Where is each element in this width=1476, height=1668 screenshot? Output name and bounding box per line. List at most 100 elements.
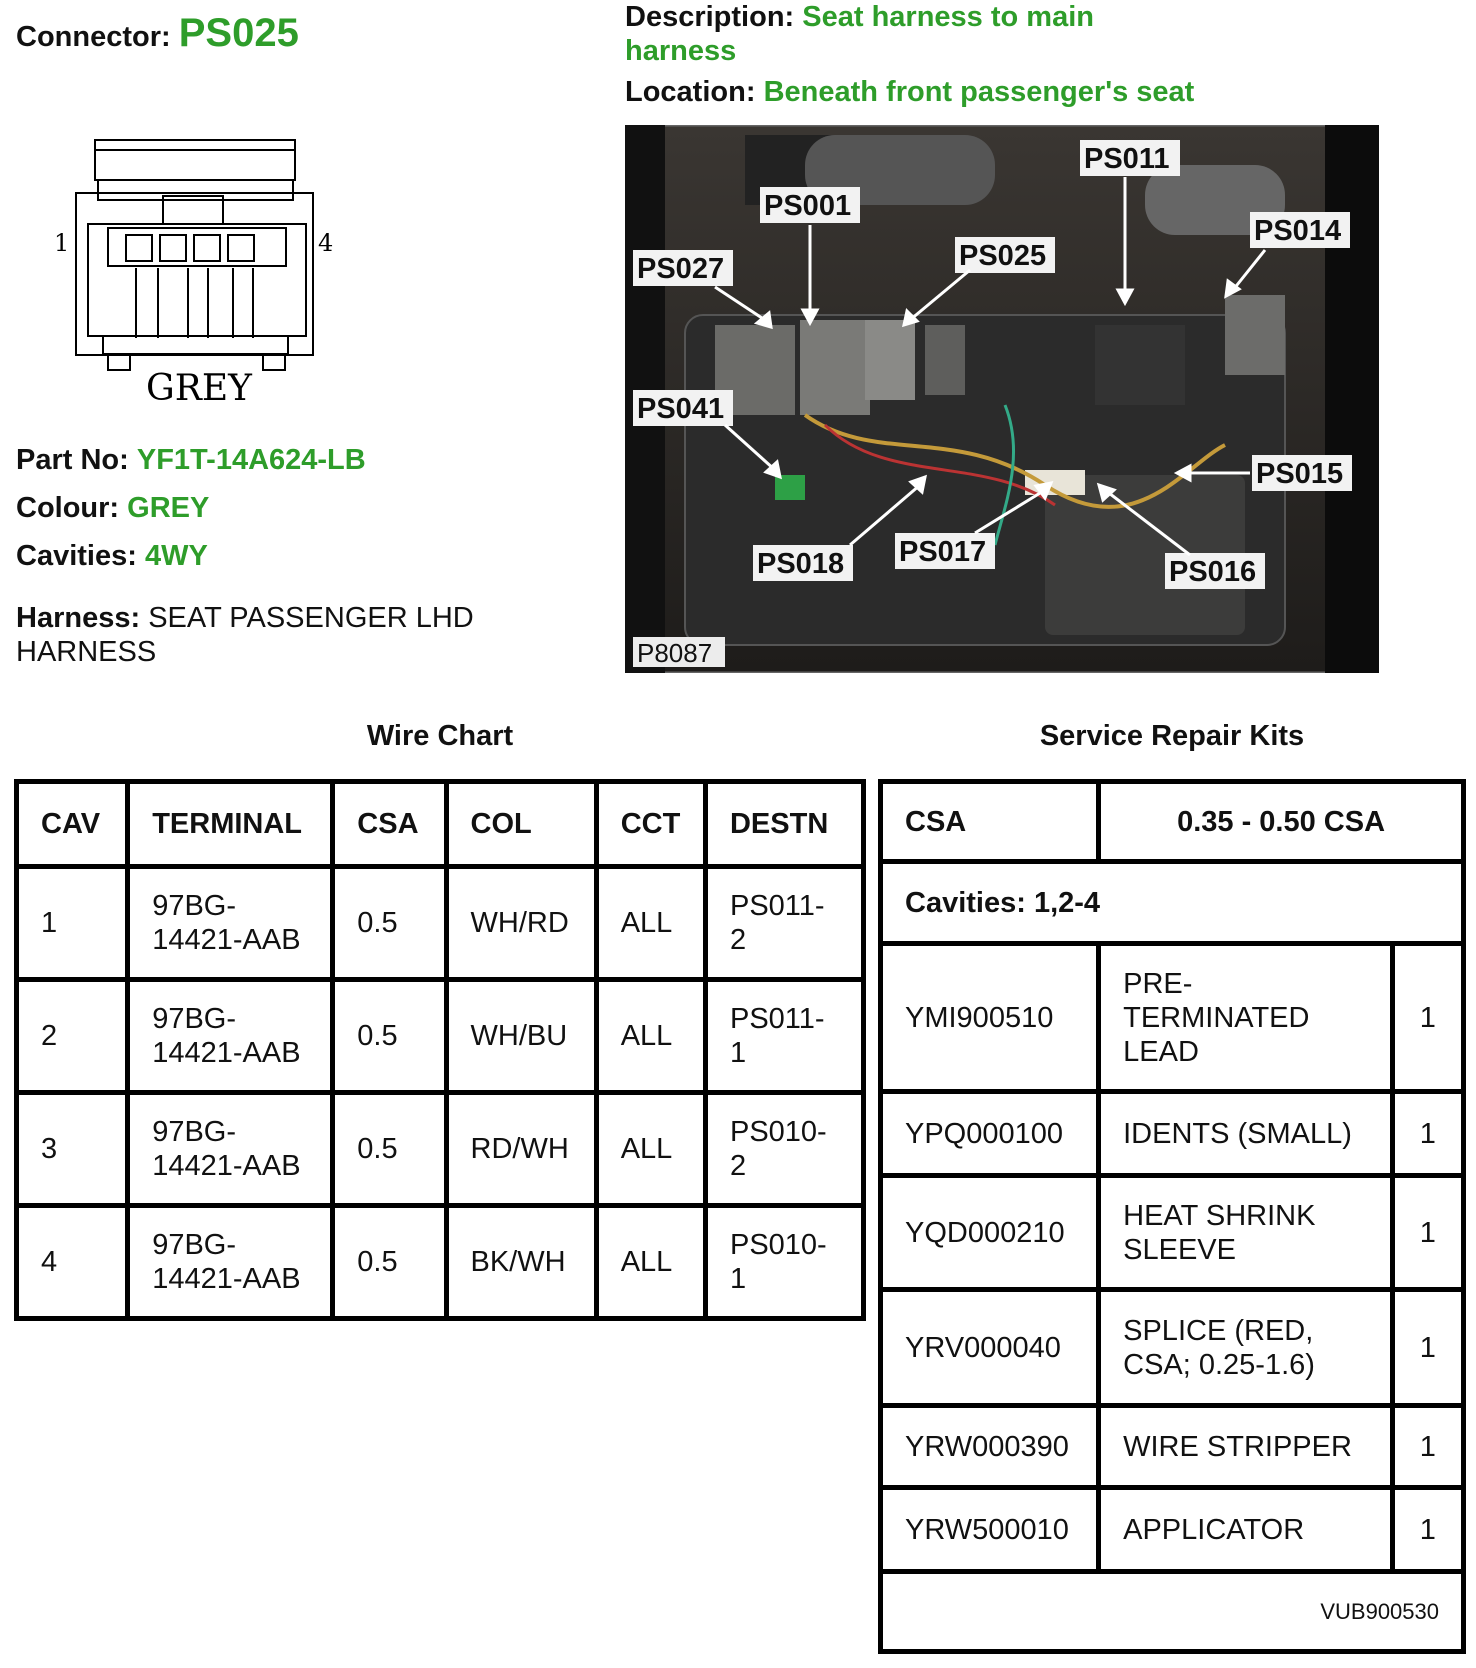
svg-text:PS016: PS016 bbox=[1169, 556, 1256, 588]
kit-header-row: CSA 0.35 - 0.50 CSA bbox=[877, 779, 1466, 864]
csa-cell: 0.5 bbox=[330, 977, 449, 1095]
svg-text:PS011: PS011 bbox=[1084, 143, 1169, 175]
callout-ps041: PS041 bbox=[633, 390, 733, 426]
svg-text:PS015: PS015 bbox=[1256, 458, 1343, 490]
list-item: YRW500010 APPLICATOR 1 bbox=[877, 1485, 1467, 1574]
callout-ps018: PS018 bbox=[753, 545, 853, 581]
colour-label: Colour: bbox=[16, 492, 120, 524]
svg-text:P8087: P8087 bbox=[637, 638, 712, 668]
kit-desc-cell: APPLICATOR bbox=[1096, 1485, 1395, 1574]
callout-ps011: PS011 bbox=[1080, 140, 1180, 176]
cavities-label: Cavities: bbox=[16, 540, 137, 572]
list-item: YPQ000100 IDENTS (SMALL) 1 bbox=[877, 1089, 1467, 1178]
connector-label: Connector: bbox=[16, 21, 171, 53]
header-col: COL bbox=[443, 779, 599, 869]
header-terminal: TERMINAL bbox=[125, 779, 336, 869]
location-value: Beneath front passenger's seat bbox=[763, 76, 1195, 108]
destn-cell: PS011-1 bbox=[702, 977, 867, 1095]
cct-cell: ALL bbox=[593, 864, 708, 982]
description-value: Seat harness to main bbox=[802, 1, 1094, 33]
kit-qty-cell: 1 bbox=[1389, 1485, 1467, 1574]
svg-text:PS014: PS014 bbox=[1254, 215, 1341, 247]
cavities-line: Cavities: 4WY bbox=[16, 539, 208, 573]
pin-4-label: 4 bbox=[318, 229, 333, 257]
cct-cell: ALL bbox=[593, 1090, 708, 1208]
connector-line: Connector: PS025 bbox=[16, 13, 299, 54]
connector-id: PS025 bbox=[178, 11, 299, 55]
part-no-label: Part No: bbox=[16, 444, 129, 476]
connector-face-diagram: 1 4 GREY bbox=[54, 139, 333, 409]
wire-chart-title: Wire Chart bbox=[366, 720, 514, 752]
repair-kits-title: Service Repair Kits bbox=[1039, 720, 1305, 752]
kit-code-cell: YRW500010 bbox=[877, 1485, 1102, 1574]
svg-text:PS001: PS001 bbox=[764, 190, 851, 222]
kit-desc-cell: WIRE STRIPPER bbox=[1096, 1403, 1395, 1490]
colour-value: GREY bbox=[127, 492, 210, 524]
list-item: YRW000390 WIRE STRIPPER 1 bbox=[877, 1403, 1467, 1490]
callout-ps027: PS027 bbox=[633, 250, 733, 286]
cav-cell: 2 bbox=[13, 977, 131, 1095]
repair-kits-table: CSA 0.35 - 0.50 CSA Cavities: 1,2-4 YMI9… bbox=[877, 779, 1467, 1654]
csa-cell: 0.5 bbox=[330, 864, 449, 982]
callout-ps025: PS025 bbox=[955, 237, 1055, 273]
col-cell: WH/BU bbox=[443, 977, 599, 1095]
harness-label: Harness: bbox=[16, 602, 141, 634]
part-no-line: Part No: YF1T-14A624-LB bbox=[16, 443, 366, 477]
location-label: Location: bbox=[625, 76, 756, 108]
cav-cell: 3 bbox=[13, 1090, 131, 1208]
terminal-cell: 97BG-14421-AAB bbox=[125, 977, 336, 1095]
terminal-cell: 97BG-14421-AAB bbox=[125, 1090, 336, 1208]
photo-ref-label: P8087 bbox=[633, 637, 725, 668]
kit-qty-cell: 1 bbox=[1389, 1173, 1467, 1292]
kit-qty-cell: 1 bbox=[1389, 1403, 1467, 1490]
svg-text:PS018: PS018 bbox=[757, 548, 844, 580]
kit-code-cell: YQD000210 bbox=[877, 1173, 1102, 1292]
kit-code-cell: YMI900510 bbox=[877, 941, 1102, 1094]
cavities-value: 4WY bbox=[144, 540, 208, 572]
harness-value: SEAT PASSENGER LHD bbox=[148, 602, 474, 634]
table-row: 1 97BG-14421-AAB 0.5 WH/RD ALL PS011-2 bbox=[13, 864, 867, 982]
wire-chart-table: CAV TERMINAL CSA COL CCT DESTN 1 97BG-14… bbox=[13, 779, 867, 1321]
kit-desc-cell: SPLICE (RED,CSA; 0.25-1.6) bbox=[1096, 1287, 1395, 1408]
harness-value-line2: HARNESS bbox=[16, 636, 157, 668]
destn-cell: PS010-2 bbox=[702, 1090, 867, 1208]
callout-ps014: PS014 bbox=[1250, 212, 1350, 248]
callout-arrows bbox=[714, 177, 1267, 557]
part-no-value: YF1T-14A624-LB bbox=[136, 444, 366, 476]
kit-footer-row: VUB900530 bbox=[878, 1569, 1466, 1654]
kit-footer-code: VUB900530 bbox=[878, 1569, 1466, 1654]
callout-ps016: PS016 bbox=[1165, 553, 1265, 589]
wire-chart-header-row: CAV TERMINAL CSA COL CCT DESTN bbox=[13, 779, 867, 869]
description-label: Description: bbox=[625, 1, 795, 33]
col-cell: RD/WH bbox=[443, 1090, 599, 1208]
kit-qty-cell: 1 bbox=[1389, 941, 1467, 1094]
kit-code-cell: YRV000040 bbox=[877, 1287, 1102, 1408]
col-cell: BK/WH bbox=[443, 1203, 599, 1321]
harness-block: Harness: SEAT PASSENGER LHD HARNESS bbox=[16, 601, 474, 669]
table-row: 3 97BG-14421-AAB 0.5 RD/WH ALL PS010-2 bbox=[13, 1090, 867, 1208]
header-csa: CSA bbox=[330, 779, 449, 869]
cct-cell: ALL bbox=[593, 1203, 708, 1321]
destn-cell: PS011-2 bbox=[702, 864, 867, 982]
cav-cell: 4 bbox=[13, 1203, 131, 1321]
callout-ps017: PS017 bbox=[895, 533, 995, 569]
location-photo: PS011 PS001 PS014 PS027 PS025 PS041 PS01… bbox=[625, 125, 1379, 673]
kit-cavities-row: Cavities: 1,2-4 bbox=[878, 859, 1466, 946]
colour-line: Colour: GREY bbox=[16, 491, 209, 525]
header-cav: CAV bbox=[13, 779, 131, 869]
location-block: Location: Beneath front passenger's seat bbox=[625, 75, 1194, 109]
header-cct: CCT bbox=[593, 779, 708, 869]
kit-qty-cell: 1 bbox=[1389, 1089, 1467, 1178]
kit-code-cell: YPQ000100 bbox=[877, 1089, 1102, 1178]
kit-header-range: 0.35 - 0.50 CSA bbox=[1096, 779, 1466, 864]
svg-text:PS027: PS027 bbox=[637, 253, 724, 285]
terminal-cell: 97BG-14421-AAB bbox=[125, 1203, 336, 1321]
diagram-colour-label: GREY bbox=[146, 368, 253, 409]
table-row: 2 97BG-14421-AAB 0.5 WH/BU ALL PS011-1 bbox=[13, 977, 867, 1095]
description-value-line2: harness bbox=[625, 35, 737, 67]
cav-cell: 1 bbox=[13, 864, 131, 982]
csa-cell: 0.5 bbox=[330, 1090, 449, 1208]
